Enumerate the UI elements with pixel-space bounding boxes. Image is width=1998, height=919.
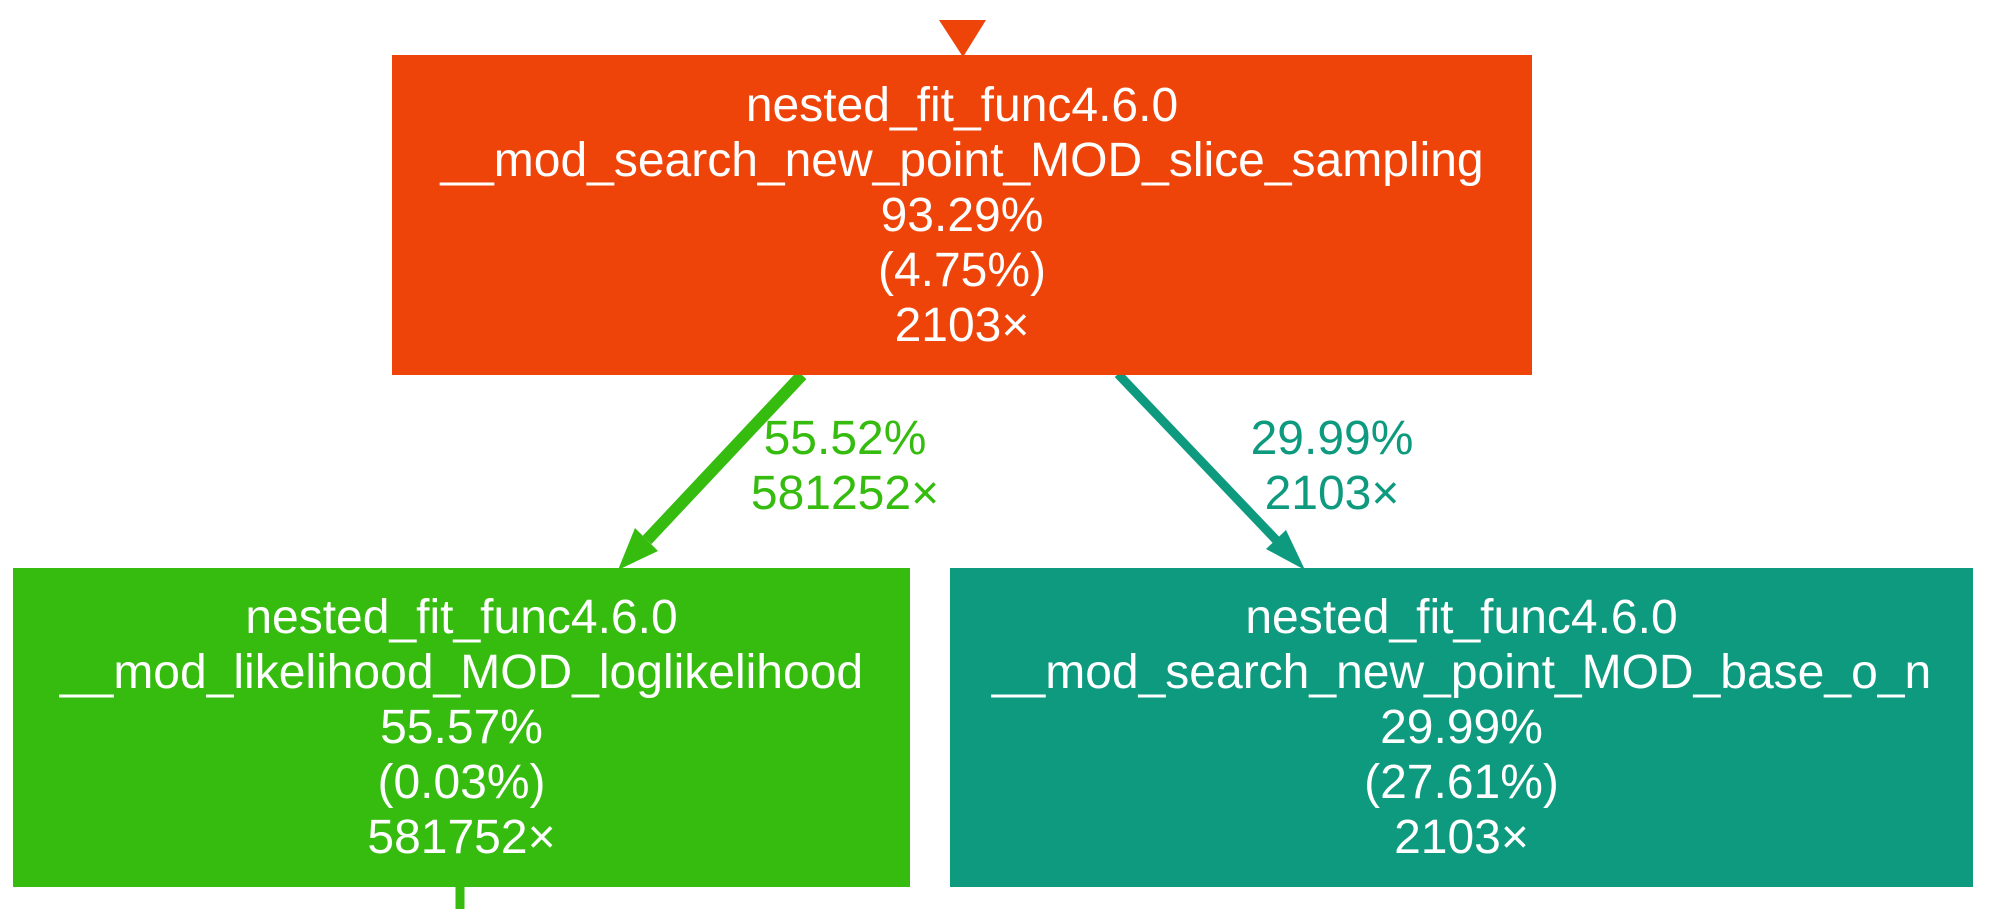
node-function-name: __mod_likelihood_MOD_loglikelihood	[59, 646, 864, 699]
node-slice-sampling: nested_fit_func4.6.0 __mod_search_new_po…	[392, 55, 1532, 375]
edge-slice-to-loglikelihood-line	[642, 370, 807, 545]
node-function-name: __mod_search_new_point_MOD_slice_samplin…	[440, 133, 1484, 187]
node-program-title: nested_fit_func4.6.0	[745, 78, 1179, 132]
edge-slice-to-loglikelihood-arrowhead-icon	[618, 528, 658, 570]
node-self-percent: (27.61%)	[1364, 756, 1559, 809]
node-total-percent: 29.99%	[1380, 701, 1543, 754]
node-self-percent: (0.03%)	[377, 756, 546, 809]
node-loglikelihood: nested_fit_func4.6.0 __mod_likelihood_MO…	[13, 568, 910, 887]
node-function-name: __mod_search_new_point_MOD_base_o_n	[991, 646, 1932, 699]
node-call-count: 2103×	[894, 298, 1030, 352]
node-base-o-n: nested_fit_func4.6.0 __mod_search_new_po…	[950, 568, 1973, 887]
edge-slice-to-base-o-n-arrowhead-icon	[1266, 530, 1305, 570]
edge-label-slice-to-base-o-n: 29.99% 2103×	[1172, 411, 1492, 521]
edge-slice-to-base-o-n-line	[1114, 370, 1283, 547]
node-call-count: 2103×	[1394, 811, 1529, 864]
edge-percent: 29.99%	[1250, 412, 1414, 465]
edge-percent: 55.52%	[763, 412, 927, 465]
edge-label-slice-to-loglikelihood: 55.52% 581252×	[685, 411, 1005, 521]
edge-call-count: 581252×	[750, 467, 940, 520]
node-total-percent: 93.29%	[880, 188, 1044, 242]
node-total-percent: 55.57%	[380, 701, 543, 754]
node-program-title: nested_fit_func4.6.0	[245, 591, 678, 644]
incoming-edge-arrowhead-icon	[939, 20, 986, 57]
node-self-percent: (4.75%)	[877, 243, 1047, 297]
node-program-title: nested_fit_func4.6.0	[1245, 591, 1678, 644]
node-call-count: 581752×	[367, 811, 556, 864]
edge-call-count: 2103×	[1264, 467, 1400, 520]
